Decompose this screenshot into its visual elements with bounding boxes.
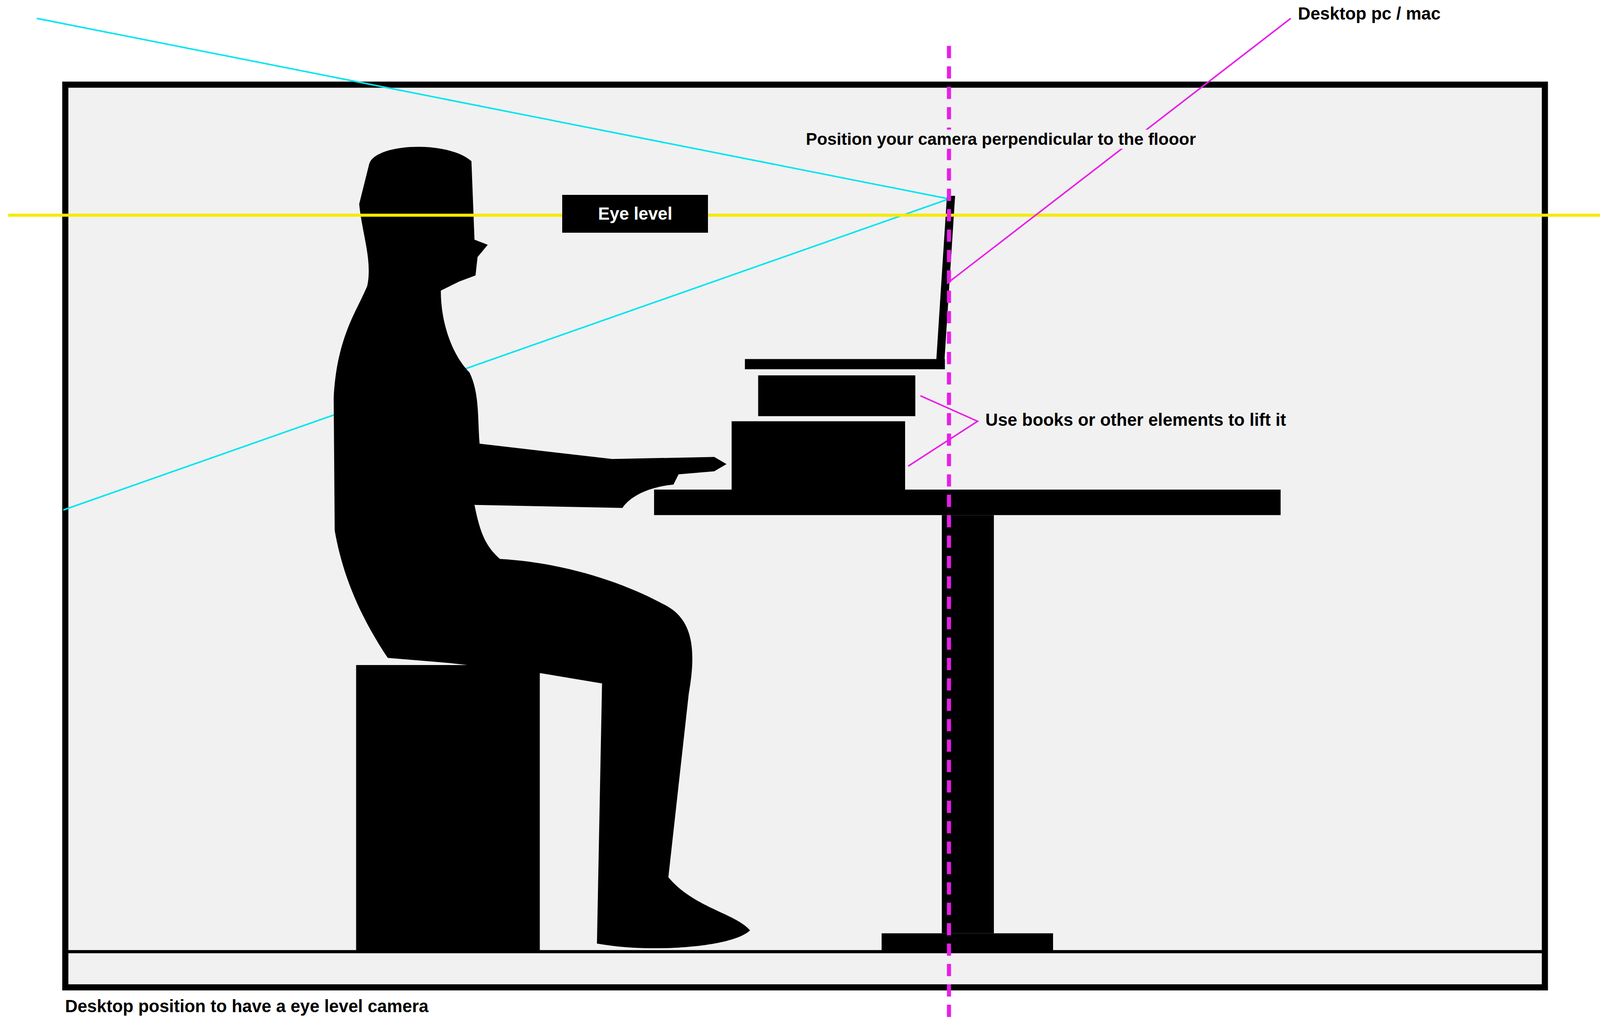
book (731, 421, 906, 492)
table-foot (881, 933, 1054, 953)
box-text: Eye level (597, 204, 673, 224)
person-silhouette (333, 147, 751, 949)
caption: Desktop position to have a eye level cam… (63, 996, 430, 1017)
perpendicular-guide (946, 46, 951, 1020)
frame (65, 84, 1545, 988)
leader-bracket (908, 395, 978, 467)
eye-level-line (8, 213, 1600, 217)
label-box: Eye level (562, 194, 708, 233)
table-top (654, 489, 1281, 516)
laptop-base (744, 358, 946, 369)
instruction-label: Position your camera perpendicular to th… (804, 129, 1198, 149)
callout-label: Use books or other elements to lift it (983, 410, 1289, 431)
callout-label: Desktop pc / mac (1298, 3, 1441, 24)
leader-line (946, 18, 1291, 284)
book (758, 375, 916, 417)
laptop-screen (935, 195, 956, 370)
floor-line (65, 950, 1545, 954)
stool (355, 665, 540, 953)
view-line (36, 18, 949, 199)
